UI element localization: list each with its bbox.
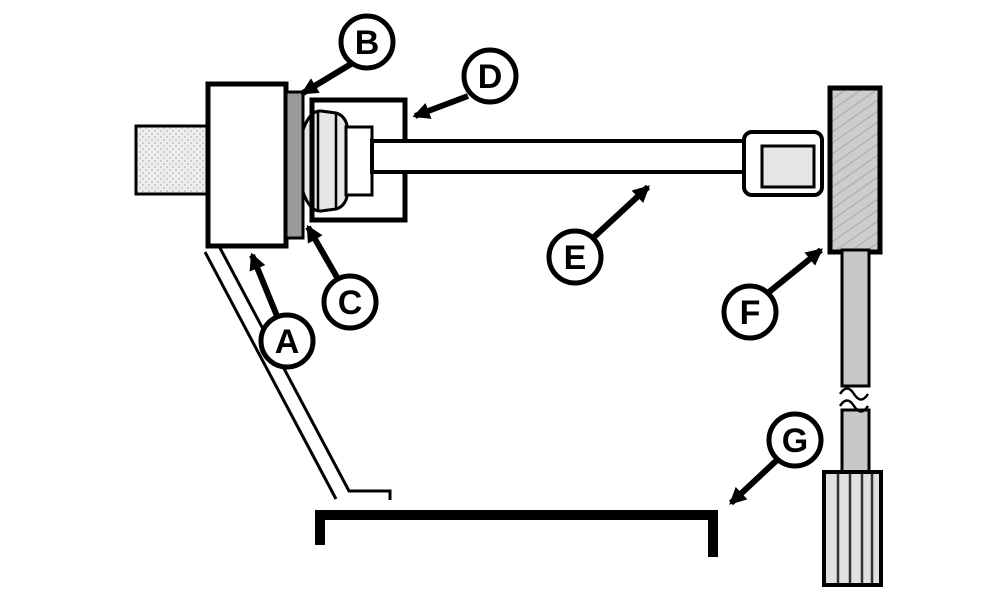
part-f-vertical-plate	[827, 85, 883, 255]
callout-g-letter: G	[782, 422, 808, 460]
socket-drive-recess	[344, 125, 374, 197]
callout-d-letter: D	[478, 58, 503, 96]
callout-d: D	[461, 47, 519, 105]
part-e-extension-shaft	[370, 139, 746, 174]
arrow-to-part-a	[249, 252, 280, 318]
left-stub-shaft	[134, 124, 212, 196]
bracket-arm	[203, 247, 392, 500]
callout-f-letter: F	[740, 294, 761, 332]
callout-a: A	[258, 312, 316, 370]
coupler-pin	[760, 144, 816, 189]
arrow-to-part-e	[591, 184, 651, 240]
callout-e-letter: E	[564, 239, 587, 277]
callout-c-letter: C	[338, 284, 363, 322]
arrow-to-part-c	[305, 224, 341, 281]
arrow-to-part-g	[728, 457, 780, 506]
lower-stem	[838, 248, 871, 474]
callout-c: C	[321, 273, 379, 331]
callout-b-letter: B	[355, 24, 380, 62]
ribbed-grip	[822, 470, 883, 587]
part-g-base-rail	[315, 510, 718, 557]
callout-a-letter: A	[275, 323, 300, 361]
callout-f: F	[721, 283, 779, 341]
callout-e: E	[546, 228, 604, 286]
break-squiggle-top	[838, 387, 870, 401]
arrow-to-part-f	[767, 247, 823, 295]
callout-b: B	[338, 13, 396, 71]
callout-arrows	[249, 61, 823, 506]
arrow-to-part-b	[300, 61, 353, 96]
callout-labels: A B C D E F G	[258, 13, 824, 469]
callout-g: G	[766, 411, 824, 469]
arrow-to-part-d	[412, 93, 470, 119]
part-a-flange-block	[205, 81, 289, 249]
part-b-washer	[284, 90, 305, 240]
break-squiggle-bottom	[838, 399, 870, 413]
